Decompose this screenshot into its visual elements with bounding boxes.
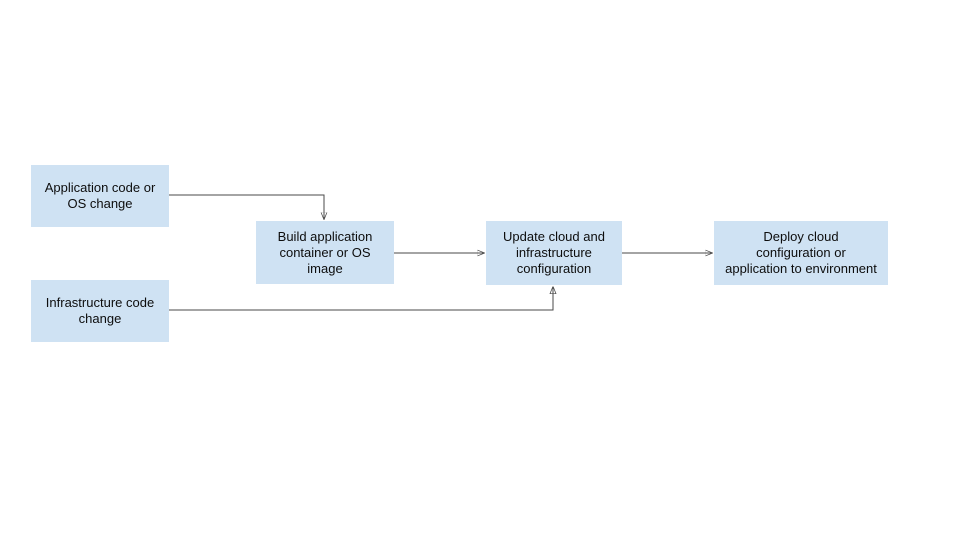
arrow-app-change-to-build-image [169, 194, 324, 219]
node-build-application-container-label: Build application container or OS image [277, 228, 373, 276]
node-infrastructure-code-change: Infrastructure code change [31, 280, 169, 342]
node-update-cloud-configuration: Update cloud and infrastructure configur… [486, 221, 622, 285]
node-deploy-to-environment: Deploy cloud configuration or applicatio… [714, 221, 888, 285]
node-infrastructure-code-change-label: Infrastructure code change [45, 295, 155, 326]
arrow-infra-change-to-update-config [169, 287, 553, 311]
node-deploy-to-environment-label: Deploy cloud configuration or applicatio… [725, 229, 877, 276]
node-build-application-container: Build application container or OS image [256, 221, 394, 284]
node-update-cloud-configuration-label: Update cloud and infrastructure configur… [503, 229, 605, 276]
node-application-code-change: Application code or OS change [31, 165, 169, 227]
node-application-code-change-label: Application code or OS change [44, 180, 156, 211]
